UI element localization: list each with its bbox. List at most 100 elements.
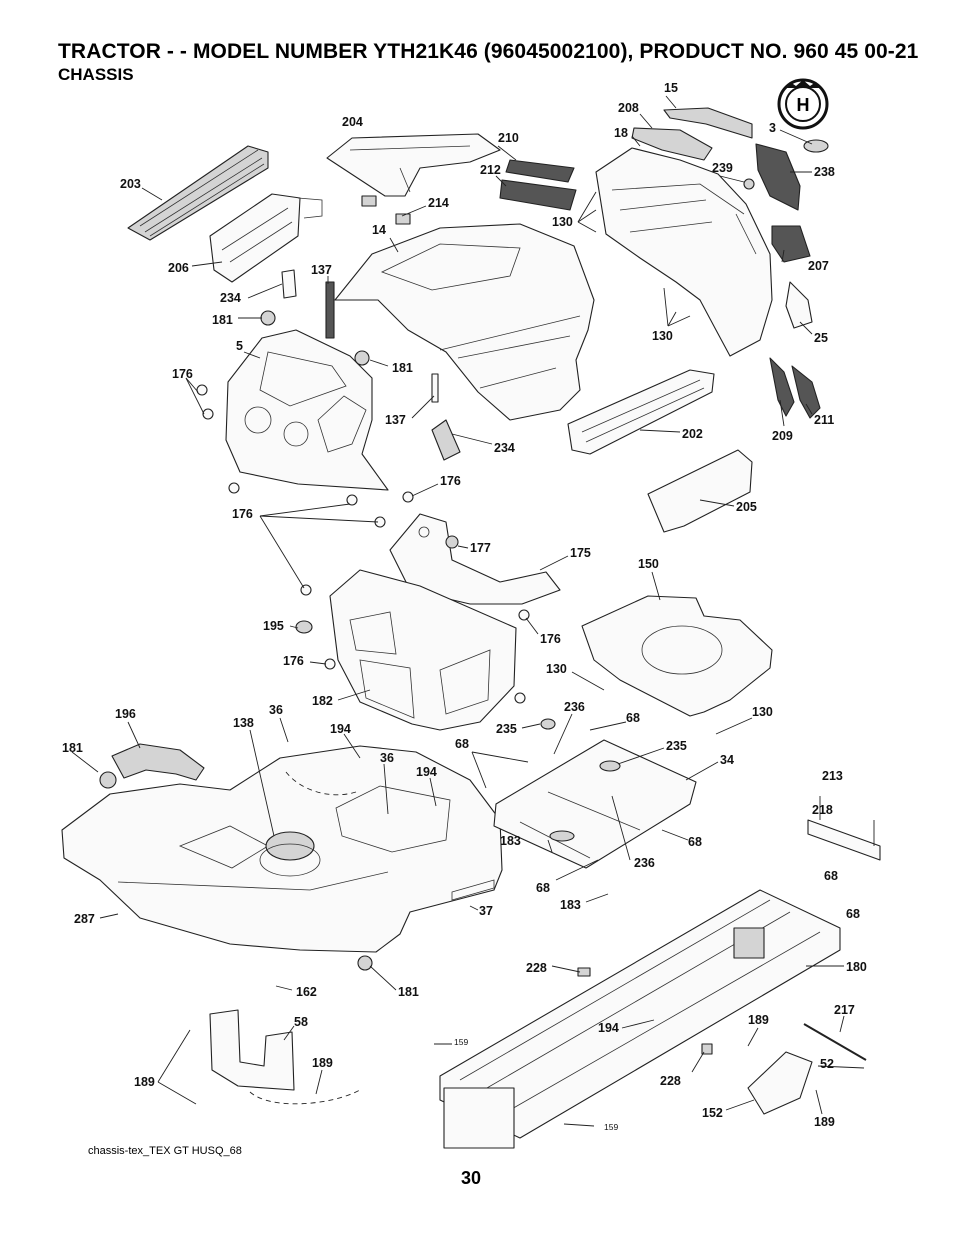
part-206-bracket <box>209 193 323 283</box>
callout-183-low: 183 <box>560 898 581 912</box>
part-150-fender-inner <box>581 595 773 717</box>
callout-15: 15 <box>664 81 678 95</box>
callout-3: 3 <box>769 121 776 135</box>
callout-159-low: 159 <box>604 1122 618 1132</box>
callout-194-bottom: 194 <box>598 1021 619 1035</box>
part-180-frame <box>439 889 841 1149</box>
part-209-211-strips <box>769 357 821 419</box>
callout-25: 25 <box>814 331 828 345</box>
callout-137-top: 137 <box>311 263 332 277</box>
callout-194-top: 194 <box>330 722 351 736</box>
part-203-grille <box>127 145 269 241</box>
callout-235-mid: 235 <box>666 739 687 753</box>
part-176-screws <box>196 384 530 704</box>
callout-206: 206 <box>168 261 189 275</box>
callout-137-mid: 137 <box>385 413 406 427</box>
callout-159-top: 159 <box>454 1037 468 1047</box>
callout-208: 208 <box>618 101 639 115</box>
brand-logo: H <box>777 78 829 130</box>
callout-234-top: 234 <box>220 291 241 305</box>
page-title: TRACTOR - - MODEL NUMBER YTH21K46 (96045… <box>58 40 919 63</box>
part-202-lower-grille <box>567 369 715 455</box>
part-137-234-small <box>281 269 461 461</box>
callout-203: 203 <box>120 177 141 191</box>
callout-218: 218 <box>812 803 833 817</box>
callout-207: 207 <box>808 259 829 273</box>
callout-181-dash: 181 <box>392 361 413 375</box>
part-number-callouts: 15 3 208 18 204 210 212 239 238 203 214 … <box>62 81 867 1132</box>
callout-176-mid: 176 <box>440 474 461 488</box>
part-195-bushing <box>295 620 313 634</box>
callout-181-bottom: 181 <box>398 985 419 999</box>
part-205-panel <box>647 449 753 533</box>
part-210-212-mesh <box>499 159 577 211</box>
callout-34: 34 <box>720 753 734 767</box>
callout-181-top: 181 <box>212 313 233 327</box>
callout-181-left: 181 <box>62 741 83 755</box>
part-18-front-assembly <box>595 147 773 357</box>
leader-lines <box>71 95 865 1127</box>
callout-228-low: 228 <box>660 1074 681 1088</box>
callout-182: 182 <box>312 694 333 708</box>
callout-211: 211 <box>814 413 834 427</box>
callout-176-center: 176 <box>232 507 253 521</box>
part-37-body-shell <box>61 745 503 953</box>
callout-68-mid: 68 <box>455 737 469 751</box>
callout-205: 205 <box>736 500 757 514</box>
page-number: 30 <box>461 1168 482 1188</box>
part-14-hood <box>334 223 595 421</box>
section-title: CHASSIS <box>58 65 134 84</box>
part-207-25-lens <box>771 225 813 329</box>
callout-130-top: 130 <box>552 215 573 229</box>
callout-58: 58 <box>294 1015 308 1029</box>
callout-209: 209 <box>772 429 793 443</box>
callout-18: 18 <box>614 126 628 140</box>
part-58-bracket <box>209 1009 361 1105</box>
callout-36-mid: 36 <box>380 751 394 765</box>
callout-176-right: 176 <box>540 632 561 646</box>
callout-234-mid: 234 <box>494 441 515 455</box>
callout-152: 152 <box>702 1106 723 1120</box>
part-214-clips <box>361 195 411 225</box>
callout-287: 287 <box>74 912 95 926</box>
callout-176-left: 176 <box>172 367 193 381</box>
callout-183-top: 183 <box>500 834 521 848</box>
callout-195: 195 <box>263 619 284 633</box>
part-34-plate <box>493 718 697 869</box>
callout-213: 213 <box>822 769 843 783</box>
callout-68-right: 68 <box>688 835 702 849</box>
callout-14: 14 <box>372 223 386 237</box>
callout-130-low: 130 <box>752 705 773 719</box>
callout-210: 210 <box>498 131 519 145</box>
part-5-dash-panel <box>225 329 389 491</box>
part-15-208-trim <box>631 107 753 161</box>
callout-217: 217 <box>834 1003 855 1017</box>
callout-196: 196 <box>115 707 136 721</box>
callout-68-far: 68 <box>846 907 860 921</box>
svg-text:H: H <box>797 95 810 115</box>
callout-36-top: 36 <box>269 703 283 717</box>
callout-189-left: 189 <box>134 1075 155 1089</box>
callout-236-top: 236 <box>564 700 585 714</box>
callout-68-low: 68 <box>536 881 550 895</box>
part-196-bracket <box>111 743 205 781</box>
callout-37: 37 <box>479 904 493 918</box>
callout-235-top: 235 <box>496 722 517 736</box>
part-152-guard <box>747 1051 813 1115</box>
part-181-knobs <box>99 310 373 971</box>
callout-189-bottom: 189 <box>814 1115 835 1129</box>
callout-177: 177 <box>470 541 491 555</box>
callout-238: 238 <box>814 165 835 179</box>
callout-5: 5 <box>236 339 243 353</box>
part-204-hood-panel <box>326 133 501 197</box>
callout-202: 202 <box>682 427 703 441</box>
callout-189-right: 189 <box>748 1013 769 1027</box>
callout-214: 214 <box>428 196 449 210</box>
callout-68-bracket: 68 <box>824 869 838 883</box>
callout-138: 138 <box>233 716 254 730</box>
callout-52: 52 <box>820 1057 834 1071</box>
callout-204: 204 <box>342 115 363 129</box>
callout-228-top: 228 <box>526 961 547 975</box>
callout-189-mid: 189 <box>312 1056 333 1070</box>
